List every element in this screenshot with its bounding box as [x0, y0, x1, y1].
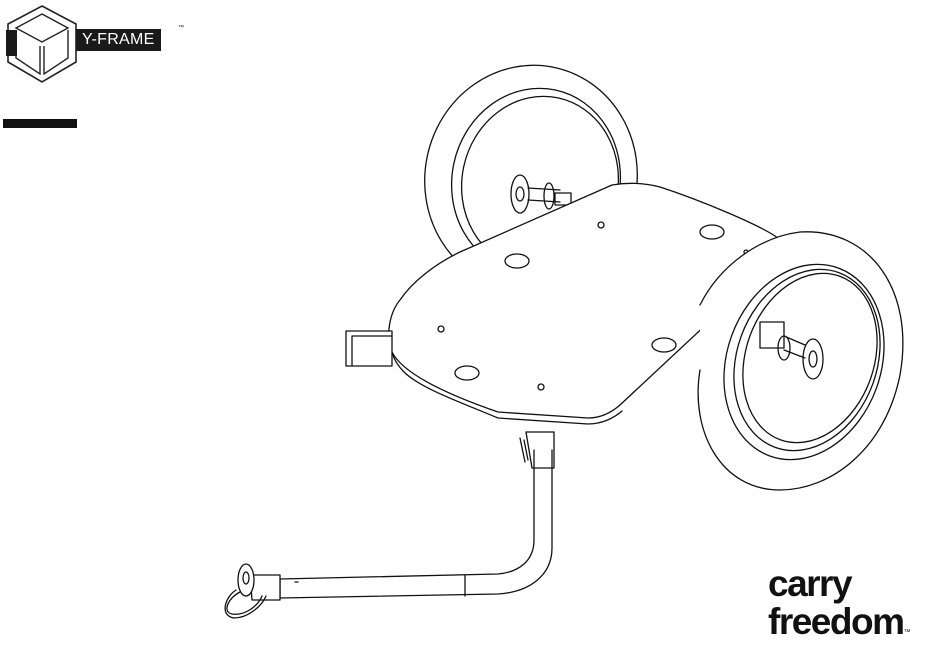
front-right-wheel	[697, 232, 910, 490]
hitch-bracket	[520, 432, 554, 468]
brand-line-freedom: freedom	[768, 602, 903, 642]
carry-freedom-logo: carry freedom™	[768, 566, 948, 642]
side-tube	[346, 331, 392, 366]
brand-line-carry: carry	[768, 566, 948, 602]
brand-trademark: ™	[903, 629, 910, 636]
tow-arm	[280, 450, 552, 598]
hitch-coupling	[225, 564, 280, 618]
